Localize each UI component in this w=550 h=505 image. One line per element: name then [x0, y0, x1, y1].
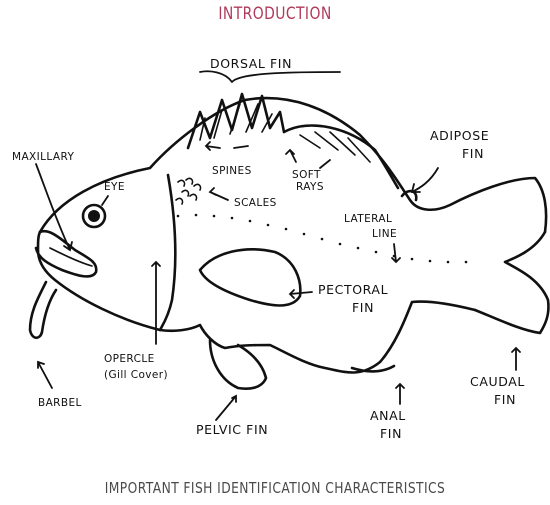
- label-lateral-line-1: LATERAL: [344, 213, 392, 225]
- caudal-arrow: [512, 348, 520, 370]
- label-anal-2: FIN: [380, 426, 402, 441]
- scales-marks: [176, 178, 201, 204]
- scales-arrow: [210, 188, 228, 200]
- annotation-arrows: [36, 71, 520, 420]
- label-barbel: BARBEL: [38, 397, 82, 409]
- figure-caption: IMPORTANT FISH IDENTIFICATION CHARACTERI…: [50, 479, 501, 497]
- label-soft-rays-1: SOFT: [292, 169, 321, 181]
- label-eye: EYE: [104, 181, 125, 193]
- adipose-arrow: [412, 168, 438, 192]
- soft-ray-lines: [300, 132, 370, 162]
- spines-arrow-right: [234, 146, 248, 148]
- label-adipose-1: ADIPOSE: [430, 128, 489, 143]
- label-pectoral-2: FIN: [352, 300, 374, 315]
- label-opercle-1: OPERCLE: [104, 353, 155, 365]
- fish-body-upper-outline: [40, 98, 546, 232]
- soft-rays-arrow-left: [286, 150, 296, 162]
- barbel-outline: [30, 282, 56, 338]
- eye-arrow: [102, 196, 108, 205]
- label-anal-1: ANAL: [370, 408, 406, 423]
- label-adipose-2: FIN: [462, 146, 484, 161]
- opercle-arrow: [152, 262, 160, 344]
- label-lateral-line-2: LINE: [372, 228, 397, 240]
- soft-rays-arrow-right: [320, 160, 330, 168]
- label-pelvic-fin: PELVIC FIN: [196, 422, 268, 437]
- label-spines: SPINES: [212, 165, 252, 177]
- label-caudal-2: FIN: [494, 392, 516, 407]
- labels: DORSAL FIN SPINES SOFT RAYS ADIPOSE FIN …: [12, 56, 525, 441]
- pelvic-arrow: [216, 396, 236, 420]
- label-soft-rays-2: RAYS: [296, 181, 324, 193]
- lateral-line-arrow: [392, 244, 400, 262]
- label-opercle-2: (Gill Cover): [104, 369, 168, 381]
- spines-arrow-left: [206, 142, 220, 150]
- label-pectoral-1: PECTORAL: [318, 282, 388, 297]
- label-maxillary: MAXILLARY: [12, 151, 74, 163]
- pectoral-fin: [200, 249, 300, 305]
- label-dorsal-fin: DORSAL FIN: [210, 56, 292, 71]
- barbel-arrow: [38, 362, 52, 388]
- label-scales: SCALES: [234, 197, 277, 209]
- anal-arrow: [396, 384, 404, 404]
- opercle-outline: [160, 175, 175, 330]
- maxillary-arrow: [36, 164, 72, 250]
- eye-pupil: [88, 210, 100, 222]
- label-caudal-1: CAUDAL: [470, 374, 525, 389]
- dorsal-bracket-arrow: [200, 71, 340, 82]
- caudal-fin-outline: [475, 232, 548, 333]
